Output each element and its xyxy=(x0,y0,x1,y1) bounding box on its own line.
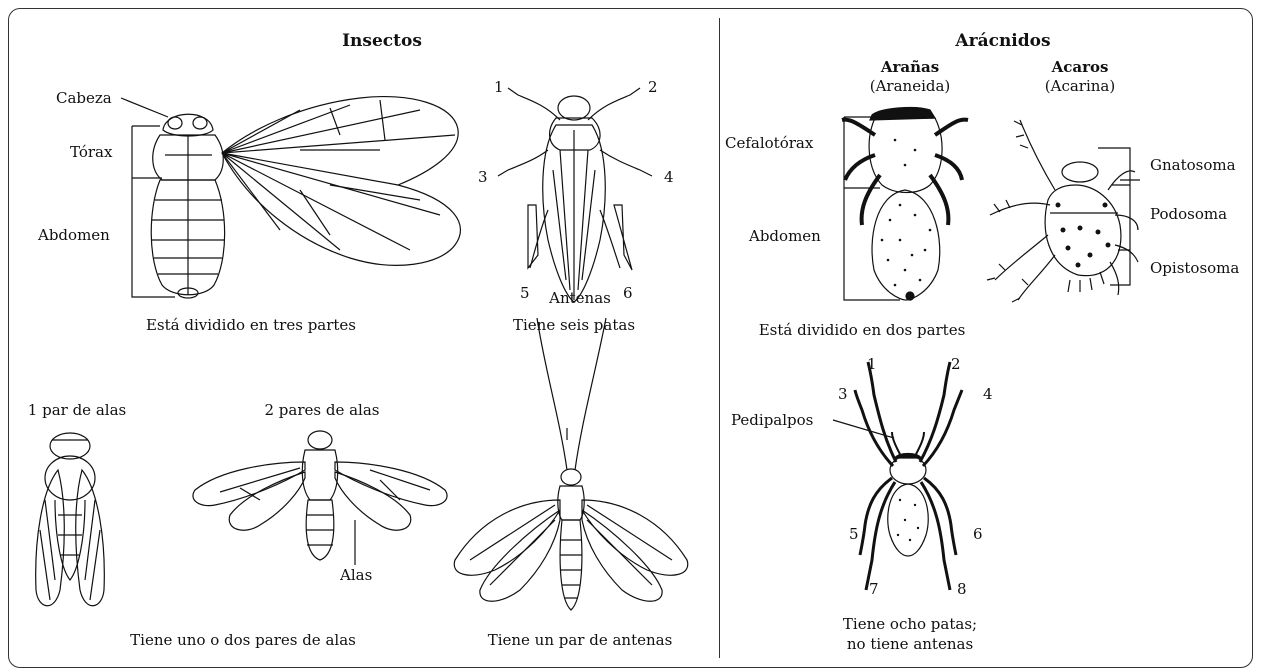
caption-antennae: Tiene un par de antenas xyxy=(488,631,673,649)
acaros-name: Acaros xyxy=(1052,58,1109,76)
spider-leg-number-4: 4 xyxy=(983,385,993,403)
leg-5 xyxy=(530,210,548,268)
label-spider-abdomen: Abdomen xyxy=(749,227,821,245)
spider-leg-number-3: 3 xyxy=(838,385,848,403)
four-winged-insect-illustration xyxy=(193,431,447,565)
label-antenas: Antenas xyxy=(549,289,611,307)
acaros-latin: (Acarina) xyxy=(1045,77,1115,95)
spider-leg-number-8: 8 xyxy=(957,580,967,598)
leg-number-4: 4 xyxy=(664,168,674,186)
spider-body-illustration xyxy=(842,108,968,300)
spider-abdomen xyxy=(872,190,940,300)
leg-3 xyxy=(498,150,548,176)
label-cefalotorax: Cefalotórax xyxy=(725,134,813,152)
caption-no-antennae: no tiene antenas xyxy=(847,635,973,653)
leg-6 xyxy=(600,210,620,268)
eight-legged-spider-illustration xyxy=(833,362,962,590)
spider-leg-number-7: 7 xyxy=(869,580,879,598)
insect-wing xyxy=(222,97,460,266)
spider-leg-2 xyxy=(920,362,950,462)
spider-leg-number-5: 5 xyxy=(849,525,859,543)
label-opistosoma: Opistosoma xyxy=(1150,259,1239,277)
spider-cephalothorax xyxy=(869,118,942,193)
label-torax: Tórax xyxy=(70,143,112,161)
spider-abdomen-2 xyxy=(888,484,929,556)
forewing-right xyxy=(335,462,447,506)
caption-eight-legs: Tiene ocho patas; xyxy=(843,615,977,633)
aracnidos-title: Arácnidos xyxy=(955,32,1050,50)
leg-number-2: 2 xyxy=(648,78,658,96)
spider-leg-number-2: 2 xyxy=(951,355,961,373)
mite-body xyxy=(1045,185,1121,276)
antenna-left xyxy=(537,318,567,470)
label-pedipalpos: Pedipalpos xyxy=(731,411,813,429)
label-two-pairs-wings: 2 pares de alas xyxy=(265,401,380,419)
insect-head xyxy=(163,114,213,136)
mite-gnatosoma xyxy=(1062,162,1098,182)
caption-three-parts: Está dividido en tres partes xyxy=(146,316,356,334)
caption-wings: Tiene uno o dos pares de alas xyxy=(130,631,356,649)
leg-4 xyxy=(600,150,652,176)
mite-illustration xyxy=(987,120,1140,302)
leg-number-6: 6 xyxy=(623,284,633,302)
label-abdomen: Abdomen xyxy=(38,226,110,244)
leg-number-3: 3 xyxy=(478,168,488,186)
antennae-insect-illustration xyxy=(454,318,688,610)
insectos-title: Insectos xyxy=(342,32,422,50)
label-alas: Alas xyxy=(340,566,372,584)
spider-leg-number-6: 6 xyxy=(973,525,983,543)
insect-body-illustration xyxy=(121,97,460,298)
caption-two-parts: Está dividido en dos partes xyxy=(759,321,966,339)
lacewing-wings-left xyxy=(454,500,560,601)
spider-leg-number-1: 1 xyxy=(867,355,877,373)
spider-leg-1 xyxy=(868,362,896,462)
label-one-pair-wings: 1 par de alas xyxy=(28,401,126,419)
aranas-latin: (Araneida) xyxy=(870,77,951,95)
caption-six-legs: Tiene seis patas xyxy=(513,316,635,334)
label-cabeza: Cabeza xyxy=(56,89,112,107)
aranas-name: Arañas xyxy=(881,58,939,76)
leg-2 xyxy=(588,88,640,120)
leg-number-1: 1 xyxy=(494,78,504,96)
fly-illustration xyxy=(36,433,105,606)
antenna-right xyxy=(575,318,606,470)
leg-1 xyxy=(508,88,560,120)
label-podosoma: Podosoma xyxy=(1150,205,1227,223)
lacewing-wings-right xyxy=(582,500,688,601)
hindwing-right xyxy=(335,472,411,530)
label-gnatosoma: Gnatosoma xyxy=(1150,156,1236,174)
hindwing-left xyxy=(229,472,305,530)
leg-number-5: 5 xyxy=(520,284,530,302)
six-legged-insect-illustration xyxy=(498,88,652,302)
